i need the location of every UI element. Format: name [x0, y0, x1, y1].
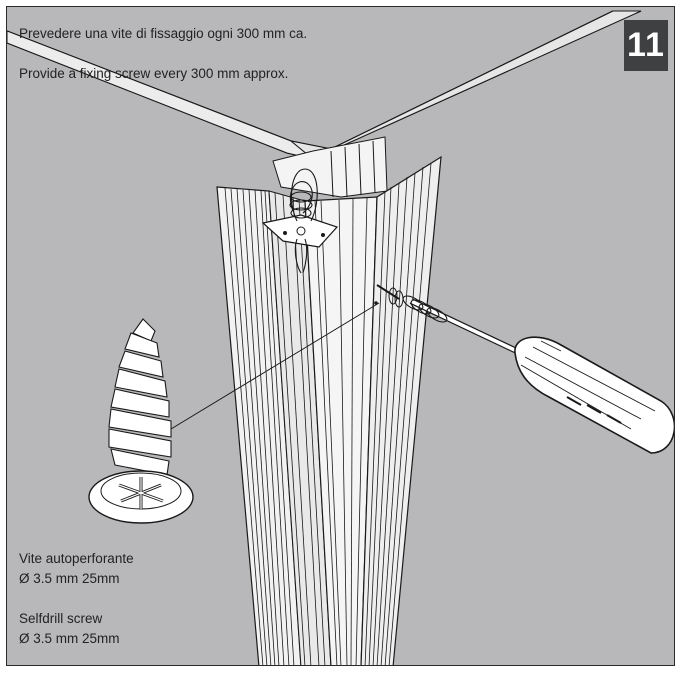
screw-size-english: Ø 3.5 mm 25mm [19, 631, 120, 646]
aluminium-profile-illustration [216, 155, 442, 665]
instruction-text-italian: Prevedere una vite di fissaggio ogni 300… [19, 26, 308, 41]
screw-name-italian: Vite autoperforante [19, 551, 134, 566]
assembly-illustration [7, 10, 674, 665]
callout-leader-line [170, 302, 380, 430]
screwdriver-icon [402, 295, 674, 454]
instruction-text-english: Provide a fixing screw every 300 mm appr… [19, 66, 289, 81]
step-number-badge: 11 [624, 20, 668, 71]
screw-size-italian: Ø 3.5 mm 25mm [19, 571, 120, 586]
illustration-frame: Prevedere una vite di fissaggio ogni 300… [6, 6, 675, 666]
screw-icon [88, 318, 194, 524]
screw-name-english: Selfdrill screw [19, 611, 103, 626]
